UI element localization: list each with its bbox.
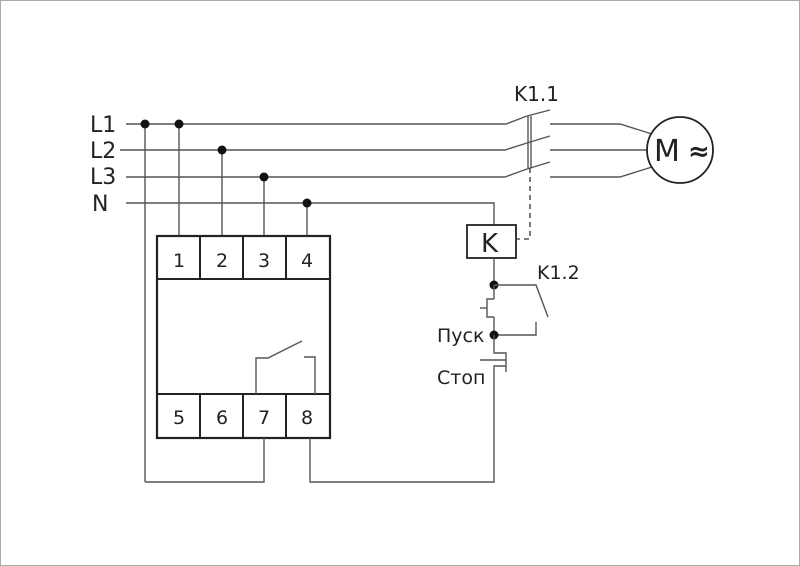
wire-l1 bbox=[126, 115, 528, 125]
terminal-8: 8 bbox=[301, 407, 313, 429]
start-button-contact bbox=[486, 298, 494, 318]
motor-label: M bbox=[654, 134, 680, 169]
label-start: Пуск bbox=[437, 325, 484, 347]
wire-terminal-7 bbox=[145, 438, 265, 483]
stop-button-contact-b bbox=[493, 365, 506, 372]
junction-l1-b bbox=[174, 119, 184, 129]
relay-module: 1 2 3 4 5 6 7 8 bbox=[155, 234, 332, 440]
terminal-6: 6 bbox=[216, 407, 228, 429]
coil-box bbox=[466, 224, 517, 259]
label-stop: Стоп bbox=[437, 367, 485, 389]
coil-label: K bbox=[481, 229, 499, 259]
stop-button-contact bbox=[493, 335, 507, 372]
wire-terminal-8 bbox=[309, 372, 495, 483]
wire-l2 bbox=[120, 142, 528, 151]
wire-l3 bbox=[126, 168, 528, 178]
wire-motor-3 bbox=[550, 166, 653, 178]
label-k1-2: K1.2 bbox=[537, 262, 580, 284]
junction-l3 bbox=[259, 172, 269, 182]
relay-internal-contact-fixed bbox=[304, 356, 316, 394]
label-k1-1: K1.1 bbox=[514, 82, 559, 106]
aux-contact-k1-2-return bbox=[494, 322, 537, 336]
wire-motor-1 bbox=[550, 123, 653, 135]
label-n: N bbox=[92, 192, 108, 217]
terminal-3: 3 bbox=[258, 250, 270, 272]
junction-l1-a bbox=[140, 119, 150, 129]
terminal-2: 2 bbox=[216, 250, 228, 272]
ac-symbol-icon: ≈ bbox=[688, 137, 710, 167]
aux-contact-k1-2 bbox=[494, 284, 549, 318]
junction-n bbox=[302, 198, 312, 208]
wire-n bbox=[126, 202, 495, 225]
terminal-5: 5 bbox=[173, 407, 185, 429]
terminal-7: 7 bbox=[258, 407, 270, 429]
junction-l2 bbox=[217, 145, 227, 155]
label-l1: L1 bbox=[90, 113, 116, 138]
relay-internal-contact bbox=[255, 340, 303, 394]
motor-circle bbox=[646, 116, 714, 184]
label-l2: L2 bbox=[90, 139, 116, 164]
motor: M ≈ bbox=[646, 116, 714, 184]
label-l3: L3 bbox=[90, 165, 116, 190]
terminal-4: 4 bbox=[301, 250, 313, 272]
contact-k1-1-a bbox=[526, 109, 551, 117]
terminal-1: 1 bbox=[173, 250, 185, 272]
mechanical-link bbox=[517, 168, 531, 240]
contactor-coil: K bbox=[466, 224, 517, 259]
